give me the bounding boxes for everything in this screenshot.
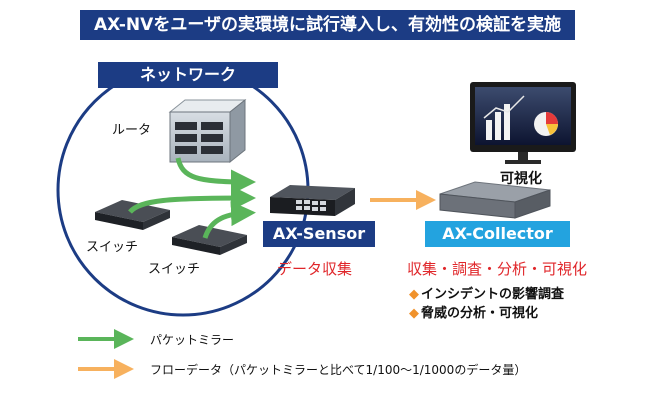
packet-mirror-arrow-switch1 xyxy=(128,185,256,214)
packet-mirror-arrow-router xyxy=(175,157,256,195)
packet-mirror-arrow-switch2 xyxy=(202,201,256,239)
monitor-chart-icon xyxy=(470,82,576,164)
network-switch-device-icon xyxy=(270,185,355,216)
legend-packet-mirror: パケットミラー xyxy=(150,333,235,347)
page-title: AX-NVをユーザの実環境に試行導入し、有効性の検証を実施 xyxy=(80,10,575,40)
sensor-caption: データ収集 xyxy=(277,260,353,278)
server-appliance-icon xyxy=(439,181,551,219)
collector-bullet-1: ◆インシデントの影響調査 xyxy=(409,283,564,302)
router-label: ルータ xyxy=(112,123,152,138)
collector-caption: 収集・調査・分析・可視化 xyxy=(407,260,588,278)
ax-sensor-badge: AX-Sensor xyxy=(263,221,375,247)
monitor-label: 可視化 xyxy=(500,171,542,187)
switch-icon xyxy=(172,225,247,255)
network-label: ネットワーク xyxy=(98,62,278,88)
diamond-bullet-icon: ◆ xyxy=(409,306,419,321)
ax-collector-badge: AX-Collector xyxy=(425,221,570,247)
collector-bullet-2-text: 脅威の分析・可視化 xyxy=(421,306,539,321)
switch1-label: スイッチ xyxy=(86,240,139,255)
diamond-bullet-icon: ◆ xyxy=(409,287,419,302)
collector-bullet-1-text: インシデントの影響調査 xyxy=(421,287,565,302)
legend-flow-data: フローデータ（パケットミラーと比べて1/100〜1/1000のデータ量） xyxy=(150,363,527,377)
router-icon xyxy=(168,98,247,164)
collector-bullet-2: ◆脅威の分析・可視化 xyxy=(409,302,538,321)
switch2-label: スイッチ xyxy=(148,262,201,277)
